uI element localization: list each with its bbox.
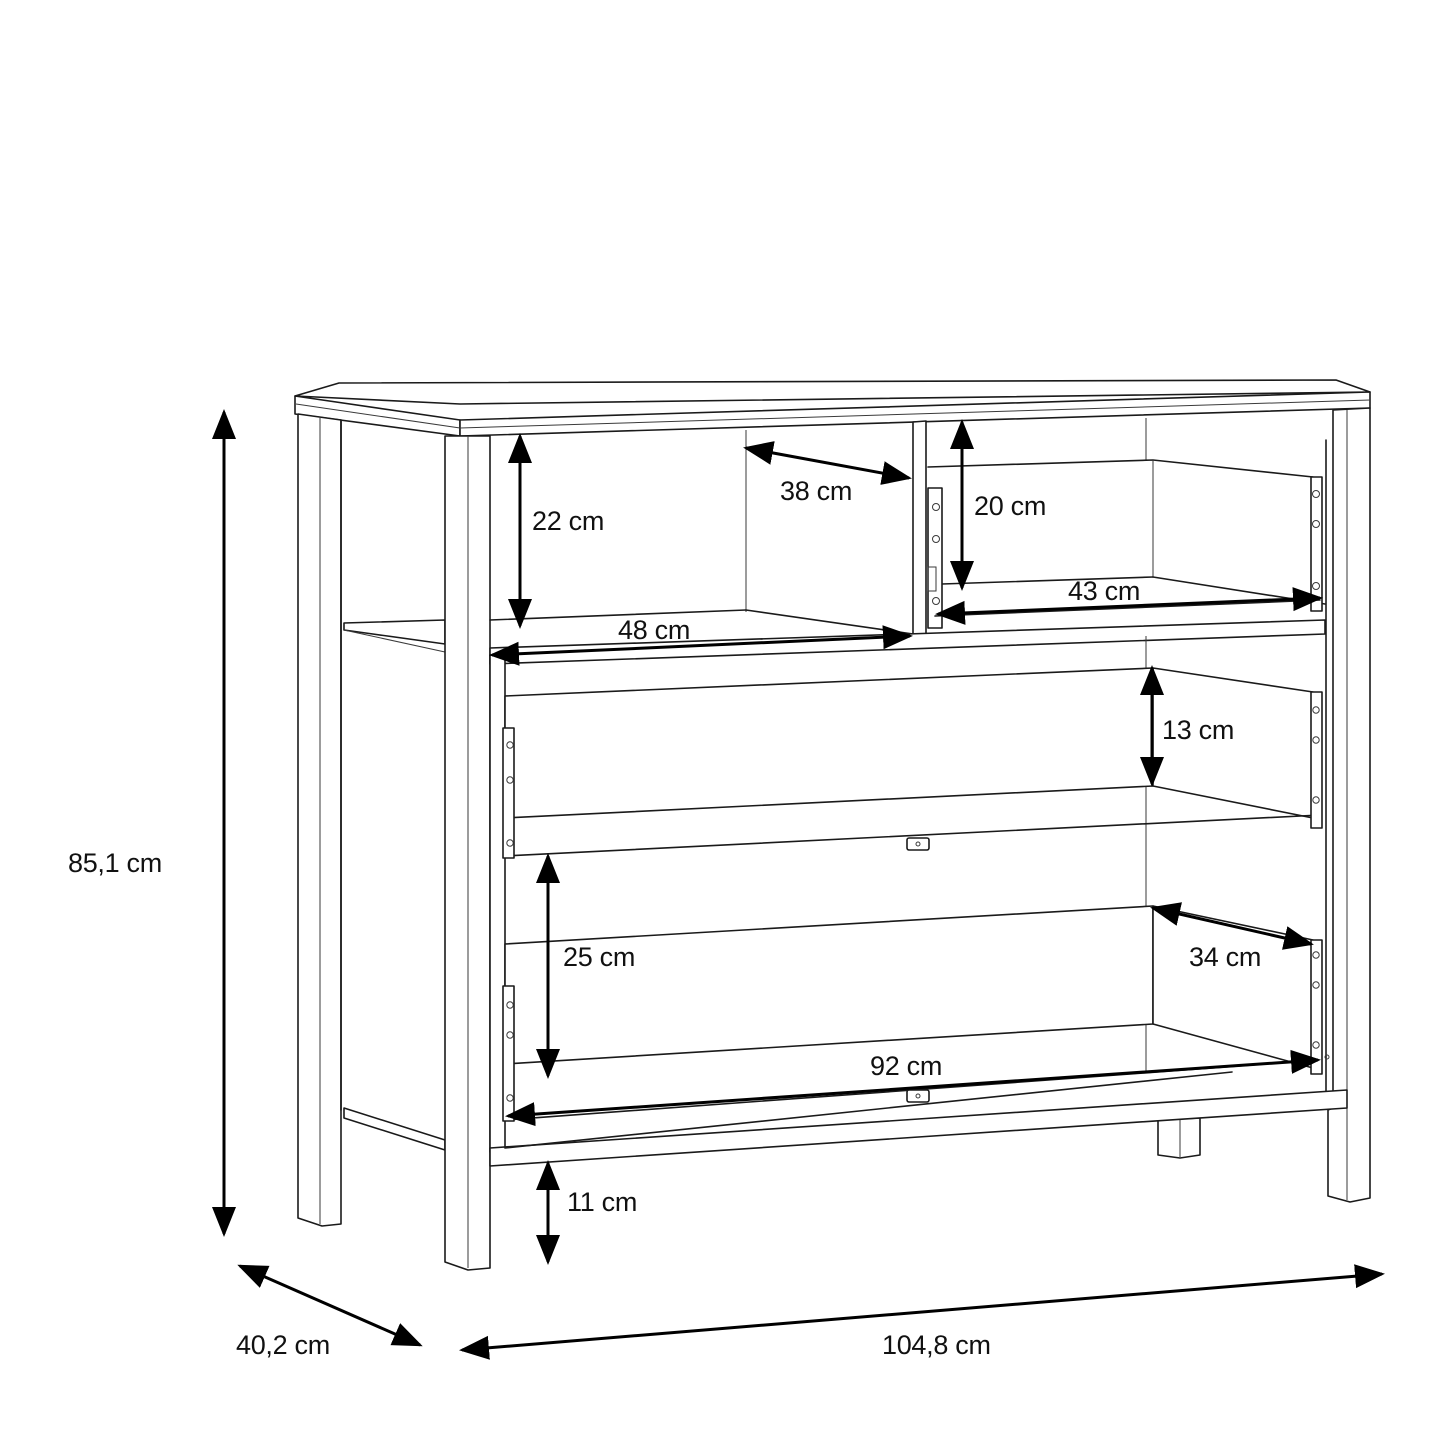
bottom-drawer-width-label: 92 cm (870, 1051, 943, 1081)
top-drawer-width-label: 43 cm (1068, 576, 1141, 606)
bottom-drawer-depth-label: 34 cm (1189, 942, 1262, 972)
overall-height-label: 85,1 cm (68, 848, 162, 878)
bottom-drawer-height-label: 25 cm (563, 942, 636, 972)
depth-dimension-arrow (237, 1264, 423, 1347)
shelf-depth-arrow (743, 441, 912, 485)
top-drawer-height-label: 20 cm (974, 491, 1047, 521)
left-side-frame (297, 413, 491, 1271)
middle-drawer-height-label: 13 cm (1162, 715, 1235, 745)
top-drawer-width-arrow (935, 587, 1323, 625)
width-dimension-arrow (459, 1264, 1385, 1360)
open-shelf-width-label: 48 cm (618, 615, 691, 645)
overall-width-label: 104,8 cm (882, 1330, 991, 1360)
overall-depth-label: 40,2 cm (236, 1330, 330, 1360)
open-shelf-height-label: 22 cm (532, 506, 605, 536)
bottom-drawer-depth-arrow (1150, 902, 1314, 950)
open-shelf-depth-label: 38 cm (780, 476, 853, 506)
middle-drawer (502, 667, 1323, 859)
shelf-width-arrow (489, 625, 913, 666)
dimension-lines (212, 409, 1385, 1360)
floor-clearance-label: 11 cm (567, 1187, 638, 1217)
bottom-drawer-width-arrow (505, 1049, 1321, 1127)
top-board (294, 379, 1371, 437)
